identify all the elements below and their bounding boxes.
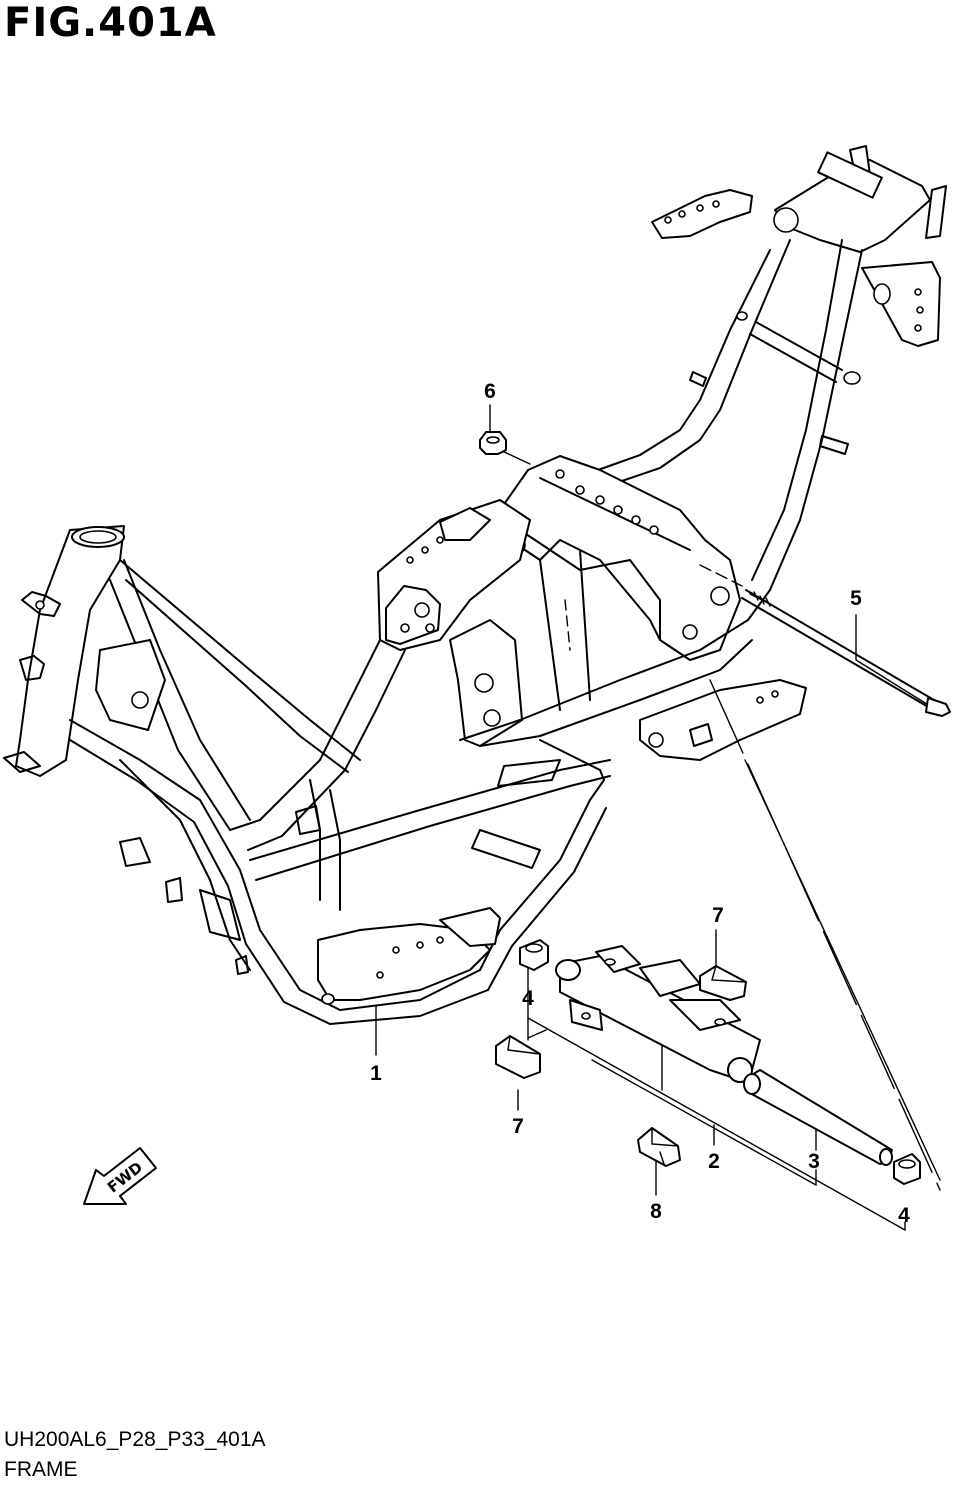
callout-7-lower: 7 xyxy=(512,1115,524,1138)
part-8-clip xyxy=(637,1127,681,1167)
callout-7-upper: 7 xyxy=(712,904,724,927)
callout-4-upper: 4 xyxy=(522,987,534,1010)
part-5-bolt xyxy=(741,589,951,717)
part-4-bushing-lower xyxy=(893,1153,921,1185)
callout-8: 8 xyxy=(650,1200,662,1223)
figure-name: FRAME xyxy=(4,1458,78,1481)
callout-labels: 1 2 3 4 4 5 6 7 7 8 xyxy=(370,380,910,1227)
main-frame xyxy=(3,145,947,1025)
fwd-arrow-icon: FWD xyxy=(83,1147,157,1205)
part-6-nut xyxy=(479,431,507,455)
figure-code: UH200AL6_P28_P33_401A xyxy=(4,1428,266,1451)
callout-5: 5 xyxy=(850,587,862,610)
callout-1: 1 xyxy=(370,1062,382,1085)
part-7-cushion-upper xyxy=(699,965,747,1001)
part-7-cushion-lower xyxy=(495,1035,541,1079)
callout-3: 3 xyxy=(808,1150,820,1173)
callout-6: 6 xyxy=(484,380,496,403)
part-3-sleeve xyxy=(743,1069,893,1166)
part-2-mount-bracket xyxy=(555,945,761,1083)
callout-4-lower: 4 xyxy=(898,1204,910,1227)
figure-title: FIG.401A xyxy=(4,0,217,46)
part-4-bushing-upper xyxy=(519,939,549,971)
callout-2: 2 xyxy=(708,1150,720,1173)
leader-lines xyxy=(375,404,941,1231)
